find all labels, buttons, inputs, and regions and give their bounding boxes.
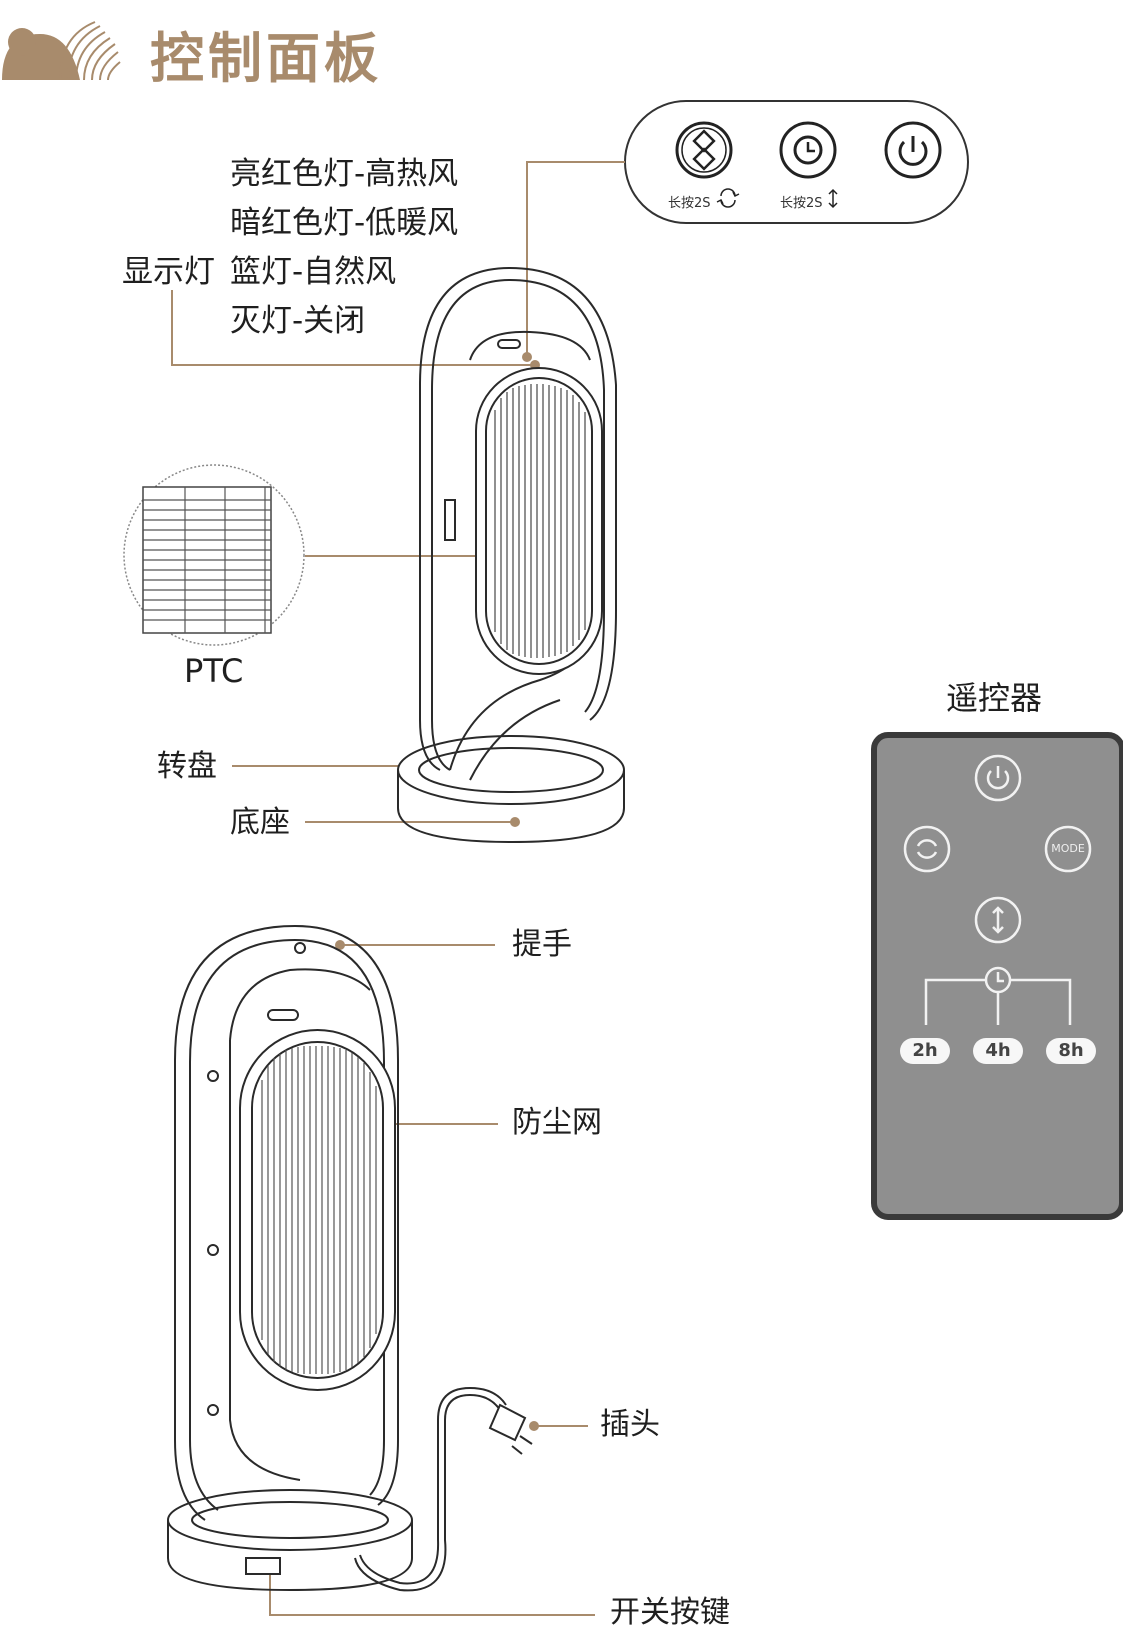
remote-height-icon	[974, 896, 1022, 944]
label-plug: 插头	[600, 1407, 660, 1442]
ptc-element-closeup	[123, 464, 305, 646]
power-icon	[884, 121, 942, 179]
front-grille	[494, 384, 586, 658]
remote-power-icon	[974, 754, 1022, 802]
label-switch: 开关按键	[610, 1595, 730, 1630]
indicator-mode-list: 亮红色灯-高热风 暗红色灯-低暖风 篮灯-自然风 灭灯-关闭	[230, 150, 458, 346]
timer-2h-label[interactable]: 2h	[912, 1040, 938, 1061]
label-ptc: PTC	[184, 652, 244, 690]
indicator-mode-fan: 篮灯-自然风	[230, 254, 397, 290]
oscillate-diamond-icon	[675, 121, 733, 179]
panel-caption-timer: 长按2S	[780, 196, 823, 211]
label-base: 底座	[230, 805, 290, 840]
label-turntable: 转盘	[157, 749, 217, 784]
brand-logo-icon	[0, 14, 130, 84]
up-down-arrow-icon	[828, 188, 838, 209]
remote-oscillate-icon	[903, 825, 951, 873]
remote-title: 遥控器	[946, 679, 1043, 717]
timer-4h-button	[973, 1038, 1023, 1064]
panel-caption-oscillate: 长按2S	[668, 196, 711, 211]
label-handle: 提手	[512, 927, 572, 962]
heater-rear-view	[167, 924, 533, 1592]
rotate-arrows-icon	[716, 188, 740, 208]
indicator-mode-high: 亮红色灯-高热风	[230, 156, 459, 192]
rear-grille	[261, 1046, 377, 1374]
remote-mode-button	[1044, 825, 1092, 873]
indicator-label: 显示灯	[122, 254, 215, 290]
timer-2h-button	[900, 1038, 950, 1064]
timer-clock-icon	[779, 121, 837, 179]
heater-front-view	[397, 266, 625, 844]
timer-8h-button	[1046, 1038, 1096, 1064]
indicator-mode-low: 暗红色灯-低暖风	[230, 205, 459, 241]
timer-8h-label[interactable]: 8h	[1058, 1040, 1084, 1061]
indicator-mode-off: 灭灯-关闭	[230, 303, 366, 339]
label-dust-filter: 防尘网	[512, 1105, 602, 1140]
remote-mode-label: MODE	[1051, 842, 1085, 855]
timer-4h-label[interactable]: 4h	[985, 1040, 1011, 1061]
page-title: 控制面板	[150, 27, 382, 90]
